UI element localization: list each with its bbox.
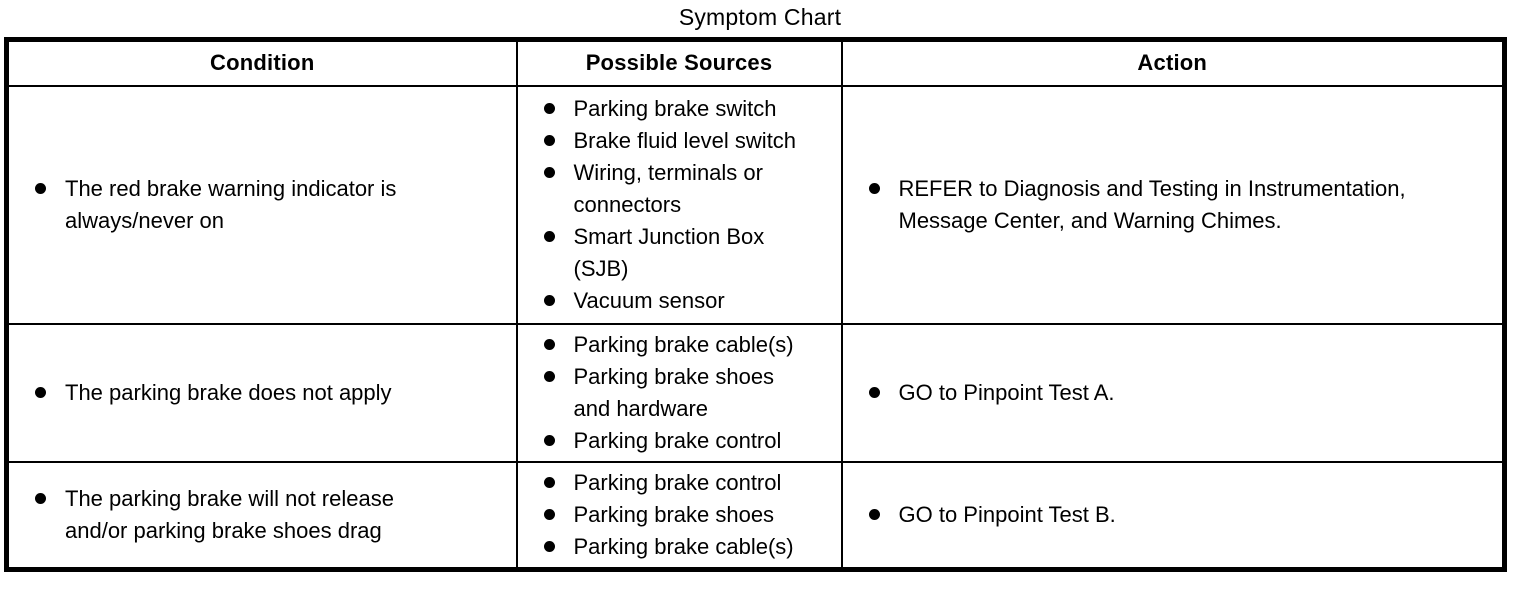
list-item: Brake fluid level switch	[543, 125, 835, 157]
source-text: Parking brake shoes	[573, 501, 775, 527]
list-item: Wiring, terminals or connectors	[543, 157, 835, 221]
list-item: Parking brake shoes and hardware	[543, 361, 835, 425]
bullet-icon	[868, 508, 880, 520]
bullet-icon	[543, 166, 555, 178]
source-text: Parking brake switch	[573, 95, 777, 121]
condition-text: The parking brake will not release and/o…	[65, 485, 394, 543]
column-header-action: Action	[840, 38, 1506, 87]
bullet-icon	[35, 492, 46, 504]
bullet-icon	[543, 102, 555, 114]
condition-cell: The red brake warning indicator is alway…	[5, 84, 518, 325]
bullet-icon	[35, 386, 46, 398]
source-text: Parking brake cable(s)	[573, 331, 794, 357]
source-text: Wiring, terminals or connectors	[573, 159, 763, 217]
list-item: GO to Pinpoint Test B.	[868, 499, 1497, 531]
action-text: REFER to Diagnosis and Testing in Instru…	[898, 175, 1406, 233]
source-text: Parking brake shoes and hardware	[573, 363, 775, 421]
condition-text: The red brake warning indicator is alway…	[65, 175, 397, 233]
action-cell: REFER to Diagnosis and Testing in Instru…	[840, 84, 1506, 325]
list-item: Parking brake cable(s)	[543, 329, 835, 361]
table-row-parking-brake-not-release: The parking brake will not release and/o…	[5, 460, 1506, 570]
page-title: Symptom Chart	[678, 4, 842, 30]
bullet-icon	[543, 370, 555, 382]
list-item: The parking brake does not apply	[35, 377, 510, 409]
list-item: REFER to Diagnosis and Testing in Instru…	[868, 173, 1497, 237]
list-item: GO to Pinpoint Test A.	[868, 377, 1497, 409]
bullet-icon	[868, 386, 880, 398]
table-header-row: Condition Possible Sources Action	[5, 38, 1506, 87]
symptom-table: Condition Possible Sources Action The re…	[4, 37, 1507, 572]
bullet-icon	[543, 434, 555, 446]
condition-text: The parking brake does not apply	[65, 379, 392, 405]
sources-cell: Parking brake switch Brake fluid level s…	[515, 84, 843, 325]
list-item: Vacuum sensor	[543, 285, 835, 317]
action-cell: GO to Pinpoint Test B.	[840, 460, 1506, 570]
list-item: Parking brake control	[543, 467, 835, 499]
bullet-icon	[543, 508, 555, 520]
condition-cell: The parking brake does not apply	[5, 322, 518, 463]
source-text: Parking brake control	[573, 427, 782, 453]
list-item: Parking brake control	[543, 425, 835, 457]
source-text: Smart Junction Box (SJB)	[573, 223, 765, 281]
sources-cell: Parking brake control Parking brake shoe…	[515, 460, 843, 570]
bullet-icon	[543, 294, 555, 306]
source-text: Parking brake control	[573, 469, 782, 495]
source-text: Vacuum sensor	[573, 287, 725, 313]
bullet-icon	[543, 540, 555, 552]
condition-cell: The parking brake will not release and/o…	[5, 460, 518, 570]
list-item: Smart Junction Box (SJB)	[543, 221, 835, 285]
source-text: Brake fluid level switch	[573, 127, 797, 153]
action-cell: GO to Pinpoint Test A.	[840, 322, 1506, 463]
column-header-condition: Condition	[5, 38, 518, 87]
bullet-icon	[35, 182, 46, 194]
table-row-brake-warning-indicator: The red brake warning indicator is alway…	[5, 84, 1506, 325]
bullet-icon	[543, 230, 555, 242]
bullet-icon	[543, 476, 555, 488]
column-header-sources: Possible Sources	[515, 38, 843, 87]
bullet-icon	[543, 134, 555, 146]
action-text: GO to Pinpoint Test B.	[898, 501, 1116, 527]
action-text: GO to Pinpoint Test A.	[898, 379, 1115, 405]
list-item: The parking brake will not release and/o…	[35, 483, 510, 547]
bullet-icon	[543, 338, 555, 350]
list-item: Parking brake shoes	[543, 499, 835, 531]
source-text: Parking brake cable(s)	[573, 533, 794, 559]
bullet-icon	[868, 182, 880, 194]
sources-cell: Parking brake cable(s) Parking brake sho…	[515, 322, 843, 463]
table-row-parking-brake-not-apply: The parking brake does not apply Parking…	[5, 322, 1506, 463]
list-item: Parking brake switch	[543, 93, 835, 125]
list-item: The red brake warning indicator is alway…	[35, 173, 510, 237]
list-item: Parking brake cable(s)	[543, 531, 835, 563]
